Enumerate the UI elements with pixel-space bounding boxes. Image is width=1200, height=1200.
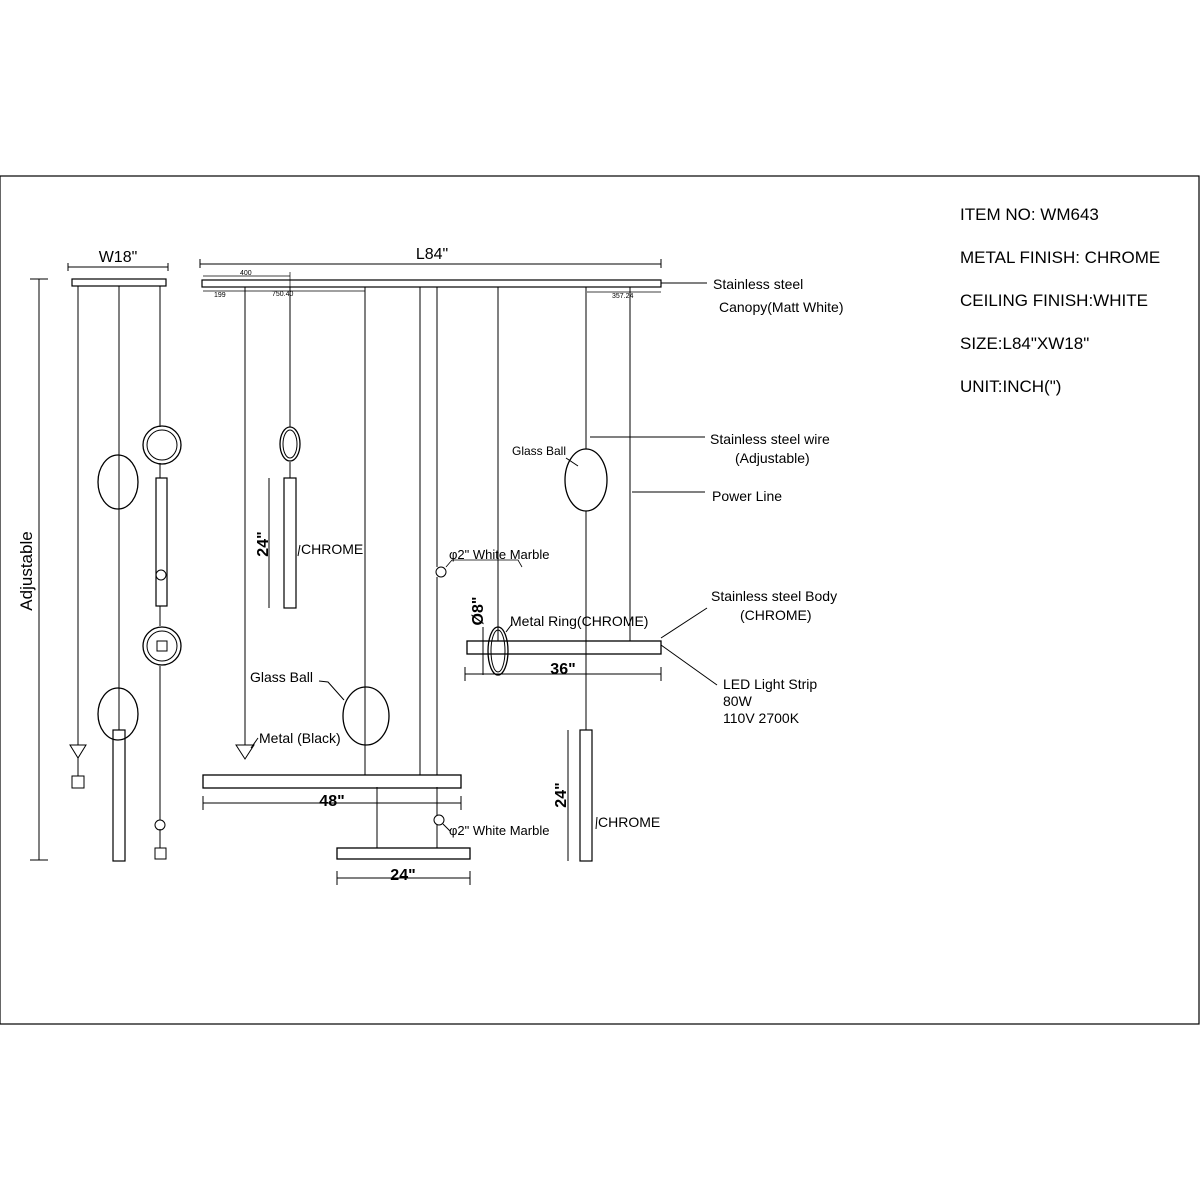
- adjustable-label: Adjustable: [17, 531, 36, 610]
- marble-label-1: φ2" White Marble: [449, 547, 549, 562]
- front-glass-ball-left: [342, 686, 390, 746]
- side-ring-top: [142, 425, 182, 465]
- chrome-label-2: CHROME: [598, 814, 660, 830]
- glass-ball-top-label: Glass Ball: [512, 444, 566, 458]
- spec-metal-finish: METAL FINISH: CHROME: [960, 248, 1161, 267]
- front-tube-1: [283, 477, 297, 609]
- side-glass-ball-1: [97, 454, 139, 510]
- side-glass-ball-2: [97, 687, 139, 741]
- spec-item-no: ITEM NO: WM643: [960, 205, 1099, 224]
- length-label: L84": [416, 246, 448, 263]
- ring-48: [202, 774, 462, 789]
- spec-unit: UNIT:INCH("): [960, 377, 1062, 396]
- side-view: W18" Adjustable: [17, 249, 182, 862]
- body-callout-2: (CHROME): [740, 607, 812, 623]
- pendant-height-2: 24": [553, 782, 570, 807]
- wire-callout-1: Stainless steel wire: [710, 431, 830, 447]
- dim-400: 400: [240, 270, 252, 277]
- led-callout-3: 110V 2700K: [723, 710, 800, 726]
- metal-ring-label: Metal Ring(CHROME): [510, 613, 648, 629]
- front-glass-ball-right: [564, 448, 608, 512]
- pendant-height-1: 24": [255, 531, 272, 556]
- width-label: W18": [99, 249, 138, 266]
- led-callout-1: LED Light Strip: [723, 676, 817, 692]
- side-canopy: [71, 278, 167, 287]
- front-canopy: [201, 279, 662, 288]
- side-tube-2: [112, 729, 126, 862]
- ring-dia-label: Ø8": [470, 597, 487, 626]
- power-line-label: Power Line: [712, 488, 782, 504]
- led-callout-2: 80W: [723, 693, 753, 709]
- front-weight-cone: [235, 744, 255, 760]
- side-ring-bottom: [142, 626, 182, 666]
- chrome-label-1: CHROME: [301, 541, 363, 557]
- ring-36-label: 36": [550, 661, 575, 678]
- glass-ball-left-label: Glass Ball: [250, 669, 313, 685]
- drawing-border: [0, 175, 1200, 1025]
- metal-ring-8: [487, 626, 509, 676]
- marble-label-2: φ2" White Marble: [449, 823, 549, 838]
- front-tube-2: [579, 729, 593, 862]
- metal-black-label: Metal (Black): [259, 730, 341, 746]
- side-tube-1: [155, 477, 168, 607]
- wire-callout-2: (Adjustable): [735, 450, 810, 466]
- marble-ball-2: [433, 814, 445, 826]
- dim-357: 357.24: [612, 293, 634, 300]
- canopy-callout-2: Canopy(Matt White): [719, 299, 843, 315]
- side-weight-cone: [69, 744, 87, 759]
- ring-48-label: 48": [319, 793, 344, 810]
- spec-size: SIZE:L84"XW18": [960, 334, 1090, 353]
- ring-24-label: 24": [390, 867, 415, 884]
- ring-24: [336, 847, 471, 860]
- dim-750: 750.40: [272, 291, 294, 298]
- spec-ceiling-finish: CEILING FINISH:WHITE: [960, 291, 1148, 310]
- front-small-ring: [279, 426, 301, 462]
- dim-199: 199: [214, 292, 226, 299]
- ring-36: [466, 640, 662, 655]
- body-callout-1: Stainless steel Body: [711, 588, 837, 604]
- marble-ball-1: [435, 566, 447, 578]
- canopy-callout-1: Stainless steel: [713, 276, 803, 292]
- front-view: L84" 400 199 750.40 357.24 Stainless ste…: [199, 246, 843, 885]
